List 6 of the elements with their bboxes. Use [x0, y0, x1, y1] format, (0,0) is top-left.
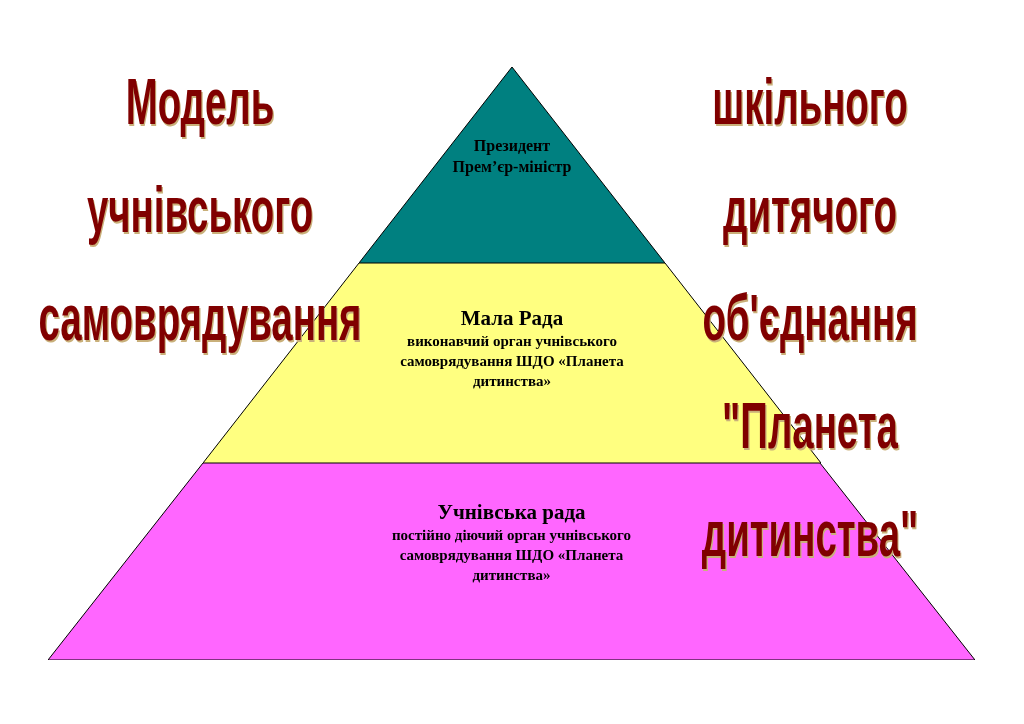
- tier-heading: Мала Рада: [460, 305, 564, 331]
- tier-heading: Учнівська рада: [437, 499, 586, 525]
- tier-description: виконавчий орган учнівського самоврядування ШДО «Планета дитинства»: [399, 332, 625, 391]
- tier-description: Прем’єр-міністр: [452, 157, 572, 177]
- tier-heading: Президент: [473, 136, 551, 156]
- tier-description: постійно діючий орган учнівського самоврядування ШДО «Планета дитинства»: [390, 526, 633, 585]
